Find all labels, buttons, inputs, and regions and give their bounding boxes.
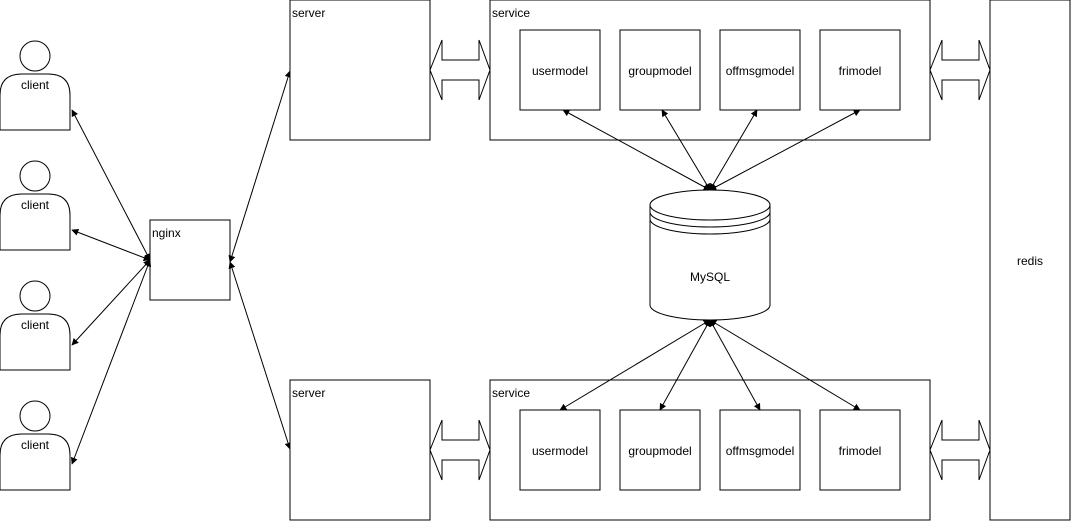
model-groupmodel: groupmodel: [619, 29, 701, 111]
service-label: service: [492, 386, 530, 400]
model-usermodel: usermodel: [519, 29, 601, 111]
connector-client3-nginx: [71, 259, 151, 346]
server-box-top: server: [289, 0, 431, 141]
mysql-label: MySQL: [690, 270, 730, 284]
model-frimodel: frimodel: [819, 29, 901, 111]
connector-client4-nginx: [70, 259, 152, 465]
client-4: client: [0, 400, 71, 491]
model-label: offmsgmodel: [726, 64, 794, 78]
connector-nginx-server1: [228, 70, 292, 263]
server-label: server: [292, 6, 325, 20]
model-label: groupmodel: [628, 64, 691, 78]
service-box-top: service usermodel groupmodel offmsgmodel…: [489, 0, 931, 141]
connector-client1-nginx: [71, 109, 151, 261]
connector-nginx-server2: [228, 261, 292, 450]
model-label: offmsgmodel: [726, 444, 794, 458]
block-arrow-server-service-top: [429, 39, 491, 101]
redis-label: redis: [1017, 254, 1043, 268]
redis-box: redis: [989, 0, 1071, 521]
model-offmsgmodel: offmsgmodel: [719, 409, 801, 491]
service-box-bottom: service usermodel groupmodel offmsgmodel…: [489, 379, 931, 521]
connector-frimodel-mysql: [709, 109, 861, 191]
model-mysql-connectors-bottom: [559, 319, 861, 411]
model-frimodel: frimodel: [819, 409, 901, 491]
connector-groupmodel-mysql: [661, 109, 711, 191]
client-3: client: [0, 280, 71, 371]
model-mysql-connectors-top: [562, 109, 861, 191]
server-box-bottom: server: [289, 379, 431, 521]
model-groupmodel: groupmodel: [619, 409, 701, 491]
server-label: server: [292, 386, 325, 400]
client-1: client: [0, 40, 71, 131]
connector-client2-nginx: [71, 228, 151, 262]
client-label: client: [21, 78, 50, 92]
block-arrow-server-service-bottom: [429, 419, 491, 481]
model-label: groupmodel: [628, 444, 691, 458]
model-offmsgmodel: offmsgmodel: [719, 29, 801, 111]
model-label: frimodel: [839, 444, 882, 458]
model-label: usermodel: [532, 444, 588, 458]
client-label: client: [21, 198, 50, 212]
block-arrow-service-redis-bottom: [929, 419, 991, 481]
client-label: client: [21, 438, 50, 452]
model-label: frimodel: [839, 64, 882, 78]
model-label: usermodel: [532, 64, 588, 78]
model-usermodel: usermodel: [519, 409, 601, 491]
service-label: service: [492, 6, 530, 20]
client-label: client: [21, 318, 50, 332]
client-nginx-connectors: [70, 109, 152, 465]
connector-mysql-groupmodel: [659, 319, 711, 411]
connector-mysql-frimodel: [709, 319, 861, 411]
mysql-database-icon: MySQL: [649, 189, 771, 321]
nginx-box: nginx: [149, 219, 231, 301]
nginx-server-connectors: [228, 70, 292, 450]
client-2: client: [0, 160, 71, 251]
nginx-label: nginx: [152, 226, 181, 240]
block-arrow-service-redis-top: [929, 39, 991, 101]
